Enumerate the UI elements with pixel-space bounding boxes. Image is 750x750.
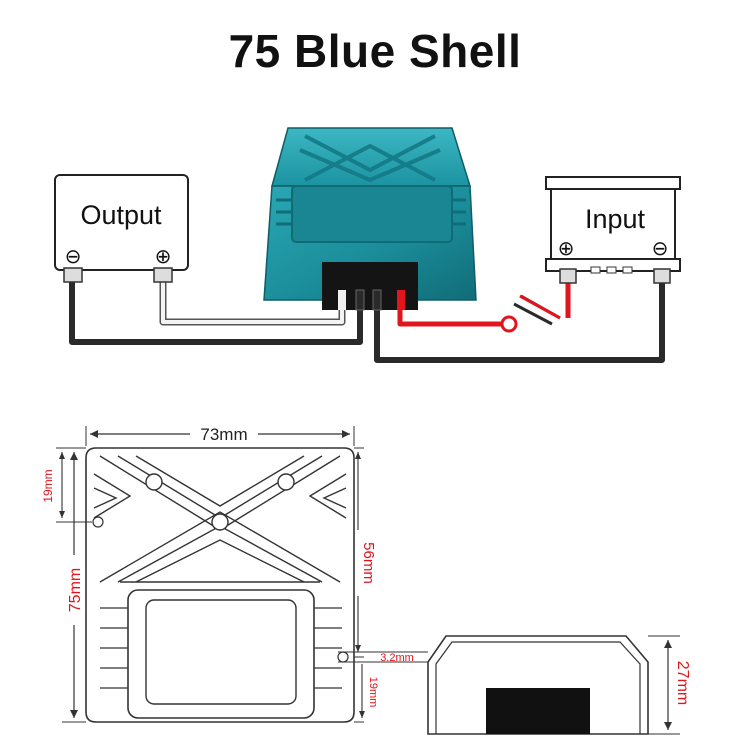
page-title: 75 Blue Shell (228, 25, 522, 77)
dim-hole-bottom-label: 19mm (367, 677, 379, 708)
input-minus-symbol: ⊖ (652, 238, 669, 260)
output-device: Output ⊖ ⊕ (54, 174, 189, 283)
output-label: Output (80, 200, 162, 230)
wire-input-negative (374, 282, 665, 363)
dim-width-label: 73mm (200, 425, 247, 444)
converter-module (263, 127, 477, 311)
wires (69, 280, 665, 363)
dim-width: 73mm (85, 425, 355, 446)
side-profile (427, 635, 649, 735)
dim-thickness-label: 27mm (674, 661, 691, 705)
dim-height-label: 75mm (67, 568, 84, 612)
dim-hole-bottom: 19mm (354, 664, 379, 723)
mounting-hole-left (92, 516, 104, 528)
mounting-hole-right (337, 651, 349, 663)
dim-body-height: 56mm (354, 447, 377, 658)
dim-body-height-label: 56mm (360, 542, 377, 584)
switch (500, 294, 561, 333)
dim-hole-diameter-label: 3.2mm (380, 652, 414, 664)
output-minus-symbol: ⊖ (65, 246, 82, 268)
dim-hole-diameter: 3.2mm (338, 651, 428, 664)
wire-output-negative (69, 280, 363, 345)
input-device: Input ⊕ ⊖ (545, 176, 681, 284)
dim-thickness: 27mm (648, 635, 691, 735)
input-plus-symbol: ⊕ (558, 238, 575, 260)
output-plus-symbol: ⊕ (155, 246, 172, 268)
dimension-drawing: 73mm 75mm 19mm (41, 425, 691, 735)
dim-height: 75mm (62, 447, 86, 723)
input-label: Input (585, 204, 646, 234)
dim-hole-top-label: 19mm (41, 469, 55, 502)
wiring-diagram: Output ⊖ ⊕ Input ⊕ ⊖ (54, 127, 681, 363)
dim-hole-top: 19mm (41, 447, 92, 523)
